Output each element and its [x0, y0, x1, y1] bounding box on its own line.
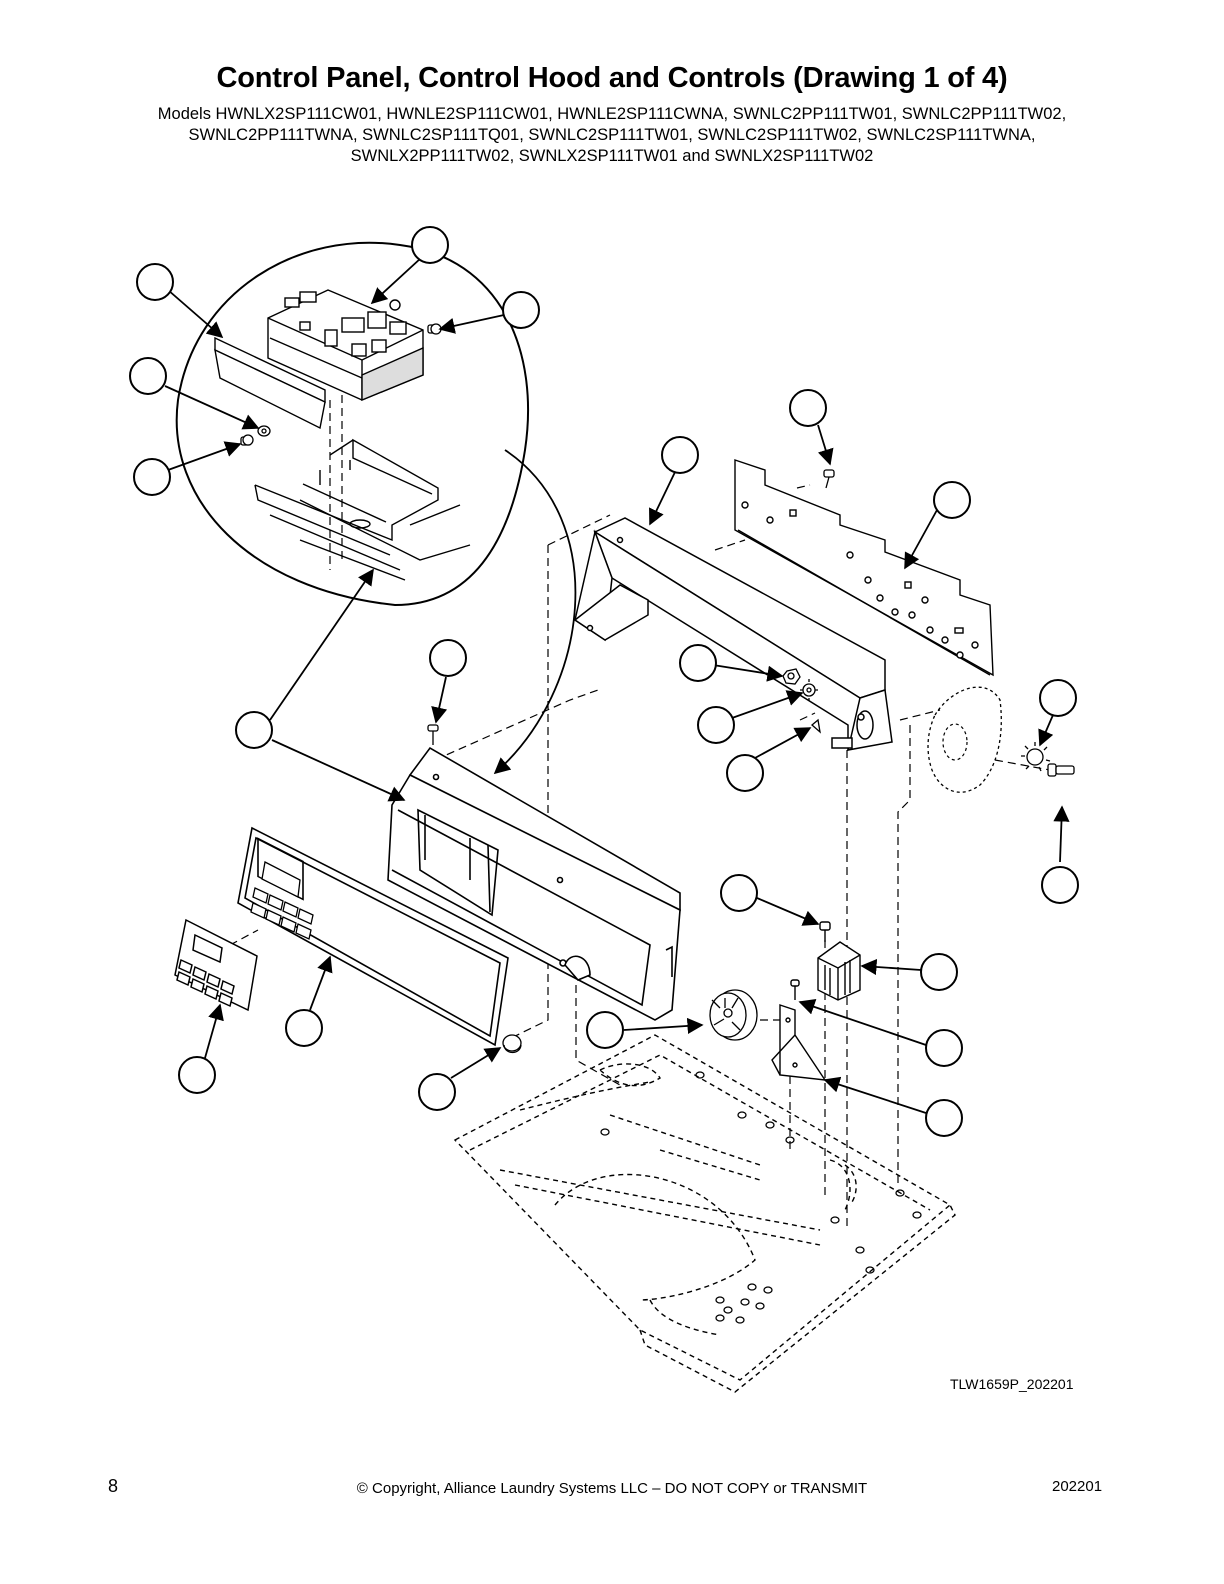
mounting-tray-part [254, 438, 471, 581]
callout-3: 3 [136, 263, 174, 301]
keypad-overlay-part [174, 918, 258, 1012]
callout-18: 18 [418, 1073, 456, 1111]
callout-10: 10 [679, 644, 717, 682]
back-plate-part [734, 459, 994, 677]
selector-knob-part [709, 989, 758, 1041]
cabinet-holes [600, 1071, 922, 1324]
callout-8: 8 [1039, 679, 1077, 717]
switch-part [790, 921, 861, 1001]
callout-15: 15 [925, 1029, 963, 1067]
drawing-id: TLW1659P_202201 [950, 1376, 1074, 1392]
document-code: 202201 [1052, 1478, 1103, 1495]
copyright-notice: © Copyright, Alliance Laundry Systems LL… [356, 1480, 868, 1497]
page-number: 8 [108, 1476, 119, 1496]
screw-part [427, 724, 522, 1054]
callout-4: 4 [411, 226, 449, 264]
callout-11: 11 [697, 706, 735, 744]
callout-5: 5 [661, 436, 699, 474]
motor-cover-outline [927, 686, 1002, 793]
callout-16: 16 [925, 1099, 963, 1137]
callouts: 1 1 2 3 4 5 6 7 8 9 10 11 12 13 14 15 16… [129, 226, 1079, 1137]
star-washer-part [1021, 742, 1075, 777]
overlay-part [237, 826, 509, 1047]
detail-leader [493, 449, 577, 775]
callout-20: 20 [178, 1056, 216, 1094]
model-list: Models HWNLX2SP111CW01, HWNLE2SP111CW01,… [0, 104, 1224, 167]
screw-part [823, 469, 835, 489]
callout-14: 14 [920, 953, 958, 991]
callout-7: 7 [933, 481, 971, 519]
callout-1: 1 [502, 291, 540, 329]
mounting-bracket-part [771, 1004, 827, 1081]
alignment-lines [229, 395, 1051, 1230]
leader-lines [164, 257, 1070, 1114]
control-hood-part [573, 517, 893, 752]
callout-13: 13 [720, 874, 758, 912]
model-list-line: SWNLX2PP111TW02, SWNLX2SP111TW01 and SWN… [350, 147, 874, 165]
control-board-part [267, 289, 424, 402]
callout-6: 6 [789, 389, 827, 427]
bracket-part [214, 336, 326, 430]
callout-21: 21 [235, 711, 273, 749]
overlay-keypad [250, 861, 314, 940]
model-list-line: SWNLC2PP111TWNA, SWNLC2SP111TQ01, SWNLC2… [188, 126, 1036, 144]
callout-22: 22 [429, 639, 467, 677]
cabinet-top-outline [453, 1034, 956, 1393]
page-title: Control Panel, Control Hood and Controls… [216, 62, 1008, 94]
callout-2: 2 [129, 357, 167, 395]
callout-19: 19 [285, 1009, 323, 1047]
callout-9: 9 [1041, 866, 1079, 904]
callout-17: 17 [586, 1011, 624, 1049]
detail-circle [175, 241, 529, 607]
callout-12: 12 [726, 754, 764, 792]
control-console-part [387, 746, 681, 1021]
nut-washer-part [782, 668, 821, 734]
model-list-line: Models HWNLX2SP111CW01, HWNLE2SP111CW01,… [157, 105, 1067, 123]
callout-1: 1 [133, 458, 171, 496]
